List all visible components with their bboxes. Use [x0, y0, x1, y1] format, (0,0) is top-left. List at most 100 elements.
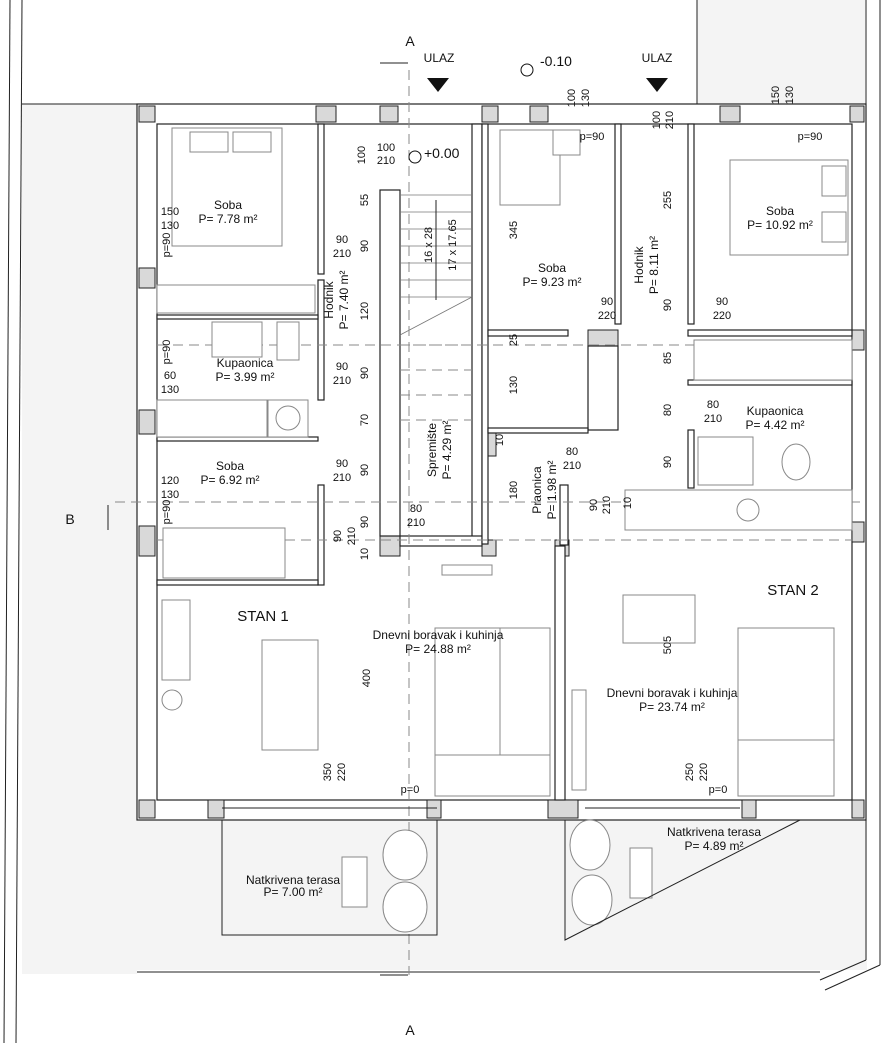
- dimension-label: 210: [346, 527, 358, 545]
- room-name: Dnevni boravak i kuhinja: [373, 628, 504, 642]
- room-name: Praonica: [530, 466, 544, 514]
- entrance-arrow-icon: [427, 78, 449, 92]
- dimension-label: p=90: [798, 131, 823, 143]
- site-surroundings: [3, 0, 881, 1043]
- level-inside: +0.00: [424, 145, 460, 161]
- dimension-label: 17 x 17.65: [447, 219, 459, 270]
- dimension-label: 90: [601, 296, 613, 308]
- dimension-label: 120: [161, 475, 179, 487]
- dimension-label: 210: [601, 496, 613, 514]
- dimension-label: 220: [713, 310, 731, 322]
- room-name: Kupaonica: [217, 356, 274, 370]
- entrance-arrow-icon: [646, 78, 668, 92]
- apartment-stan1: STAN 1: [237, 608, 288, 625]
- dimension-label: 80: [707, 399, 719, 411]
- dimension-label: 150: [161, 206, 179, 218]
- dimension-label: 180: [508, 481, 520, 499]
- dimension-label: 16 x 28: [423, 227, 435, 263]
- dimension-label: 220: [598, 310, 616, 322]
- room-name: Hodnik: [322, 280, 336, 318]
- dimension-label: 90: [716, 296, 728, 308]
- room-area: P= 24.88 m²: [405, 642, 471, 656]
- section-b: B: [65, 511, 74, 527]
- dimension-label: 505: [662, 636, 674, 654]
- dimension-label: 90: [336, 361, 348, 373]
- dimension-label: p=90: [161, 500, 173, 525]
- room-area: P= 7.40 m²: [337, 270, 351, 329]
- room-area: P= 7.78 m²: [198, 212, 257, 226]
- entrance-label-2: ULAZ: [642, 51, 673, 65]
- dimension-label: 255: [662, 191, 674, 209]
- room-area: P= 7.00 m²: [263, 885, 322, 899]
- entrance-arrows: [408, 63, 668, 164]
- dimension-label: 10: [494, 434, 506, 446]
- room-name: Soba: [538, 261, 566, 275]
- dimension-label: 90: [332, 530, 344, 542]
- staircase: [399, 194, 473, 421]
- dimension-label: 130: [161, 220, 179, 232]
- dimension-label: 90: [588, 499, 600, 511]
- dimension-label: 120: [359, 302, 371, 320]
- dimension-label: 130: [508, 376, 520, 394]
- dimension-label: 130: [580, 89, 592, 107]
- room-area: P= 6.92 m²: [200, 473, 259, 487]
- dimension-label: 55: [359, 194, 371, 206]
- dimension-label: 130: [784, 86, 796, 104]
- dimension-label: 90: [662, 456, 674, 468]
- terraces: [221, 807, 801, 941]
- room-area: P= 8.11 m²: [647, 236, 661, 294]
- room-area: P= 23.74 m²: [639, 700, 705, 714]
- room-area: P= 4.89 m²: [684, 839, 743, 853]
- dimension-label: 60: [164, 370, 176, 382]
- room-name: Natkrivena terasa: [667, 825, 761, 839]
- level-marker-icon: [408, 150, 422, 164]
- dimension-label: 100: [566, 89, 578, 107]
- dimension-label: 210: [563, 460, 581, 472]
- dimension-label: 210: [407, 517, 425, 529]
- dimension-label: 210: [704, 413, 722, 425]
- dimension-label: p=90: [161, 233, 173, 258]
- dimension-label: p=0: [709, 784, 728, 796]
- dimension-label: p=0: [401, 784, 420, 796]
- room-name: Soba: [216, 459, 244, 473]
- room-area: P= 10.92 m²: [747, 218, 813, 232]
- dimension-label: 90: [359, 464, 371, 476]
- level-marker-icon: [520, 63, 534, 77]
- room-labels: Soba P= 7.78 m² Hodnik P= 7.40 m² Kupaon…: [198, 198, 812, 899]
- dimension-label: 100: [651, 111, 663, 129]
- level-outside: -0.10: [540, 53, 572, 69]
- dimension-label: 130: [161, 489, 179, 501]
- dimension-label: 210: [333, 248, 351, 260]
- dimension-label: 210: [333, 472, 351, 484]
- dimension-label: 210: [333, 375, 351, 387]
- dimension-label: 85: [662, 352, 674, 364]
- dimension-label: 345: [508, 221, 520, 239]
- dimension-label: 400: [361, 669, 373, 687]
- dimension-label: 220: [336, 763, 348, 781]
- room-area: P= 4.29 m²: [440, 420, 454, 479]
- apartment-stan2: STAN 2: [767, 582, 818, 599]
- dimension-label: 220: [698, 763, 710, 781]
- room-area: P= 1.98 m²: [545, 460, 559, 519]
- dimension-label: 90: [359, 516, 371, 528]
- dimension-label: 100: [377, 142, 395, 154]
- room-name: Spremište: [425, 423, 439, 477]
- dimension-label: 80: [662, 404, 674, 416]
- dimension-label: 130: [161, 384, 179, 396]
- room-area: P= 9.23 m²: [522, 275, 581, 289]
- dimension-label: 10: [622, 497, 634, 509]
- room-name: Natkrivena terasa: [246, 873, 340, 887]
- room-area: P= 4.42 m²: [745, 418, 804, 432]
- dimension-label: 100: [356, 146, 368, 164]
- dimension-label: 80: [410, 503, 422, 515]
- dimension-label: 10: [359, 548, 371, 560]
- dimension-label: 350: [322, 763, 334, 781]
- dimension-label: 210: [377, 155, 395, 167]
- dimension-labels: 1002101005590210901209021090709021090802…: [161, 86, 823, 796]
- section-a-bottom: A: [405, 1022, 415, 1038]
- dimension-label: 210: [664, 111, 676, 129]
- dimension-label: 80: [566, 446, 578, 458]
- dimension-label: 250: [684, 763, 696, 781]
- room-name: Soba: [214, 198, 242, 212]
